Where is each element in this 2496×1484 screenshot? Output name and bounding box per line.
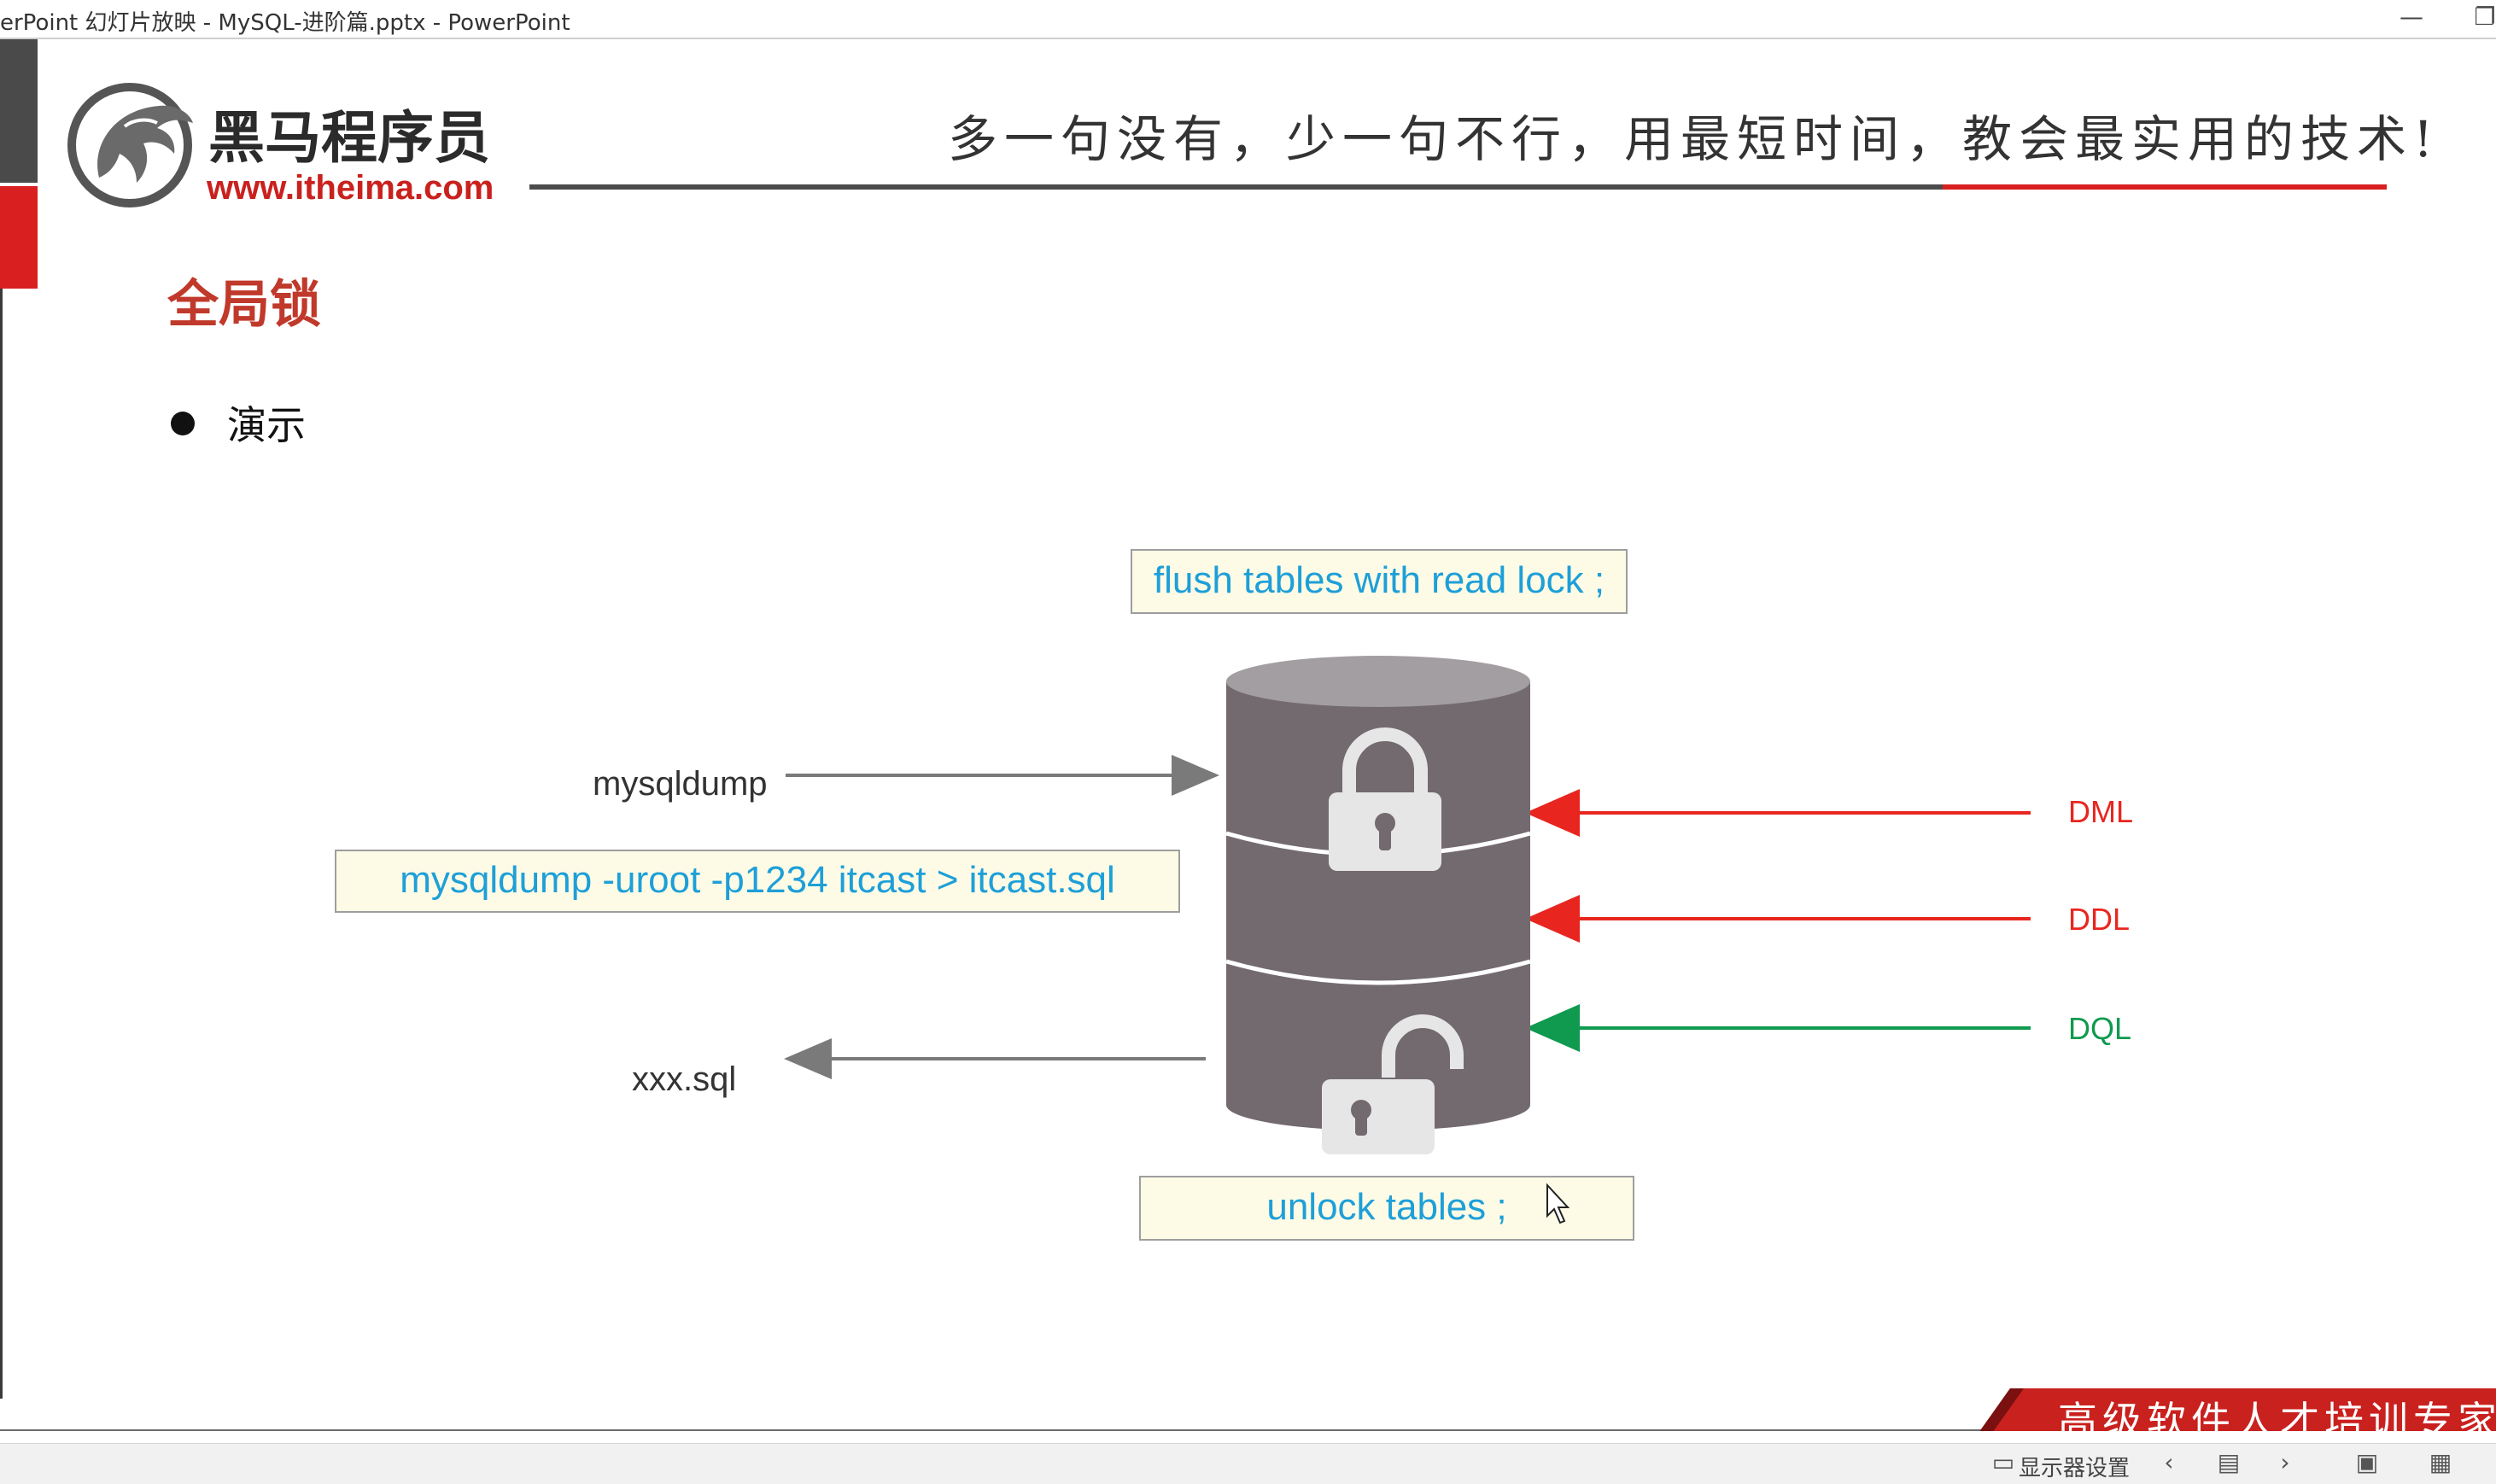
brand-name: 黑马程序员 — [208, 105, 490, 171]
header-divider-dark — [529, 184, 1943, 190]
display-settings-button[interactable]: 显示器设置 — [2019, 1456, 2131, 1481]
left-accent-dark — [0, 39, 38, 183]
banner-text: 高级软件人才培训专家 — [2058, 1398, 2496, 1431]
database-icon — [1225, 656, 1531, 1131]
lock-open-icon — [1322, 1014, 1464, 1154]
diagram-graphics — [784, 656, 2031, 1224]
dql-label: DQL — [2068, 1011, 2132, 1046]
left-accent-red — [0, 186, 38, 289]
bullet-text: 演示 — [227, 402, 306, 448]
next-icon[interactable]: › — [2280, 1448, 2290, 1476]
mysqldump-label: mysqldump — [593, 765, 768, 803]
restore-button[interactable]: ❐ — [2474, 3, 2496, 31]
banner-shape — [1979, 1388, 2496, 1431]
grid-view-icon[interactable]: ▦ — [2429, 1448, 2452, 1476]
brand-logo: 黑马程序员 www.itheima.com — [65, 73, 509, 236]
window-titlebar: erPoint 幻灯片放映 - MySQL-进阶篇.pptx - PowerPo… — [0, 0, 2496, 39]
flush-command-box: flush tables with read lock ; — [1131, 549, 1628, 614]
mouse-cursor-icon — [1546, 1183, 1570, 1224]
status-bar: ▭ 显示器设置 ‹ ▤ › ▣ ▦ — [0, 1443, 2496, 1484]
header-divider-red — [1943, 184, 2387, 190]
slogan: 多一句没有，少一句不行，用最短时间，教会最实用的技术! — [948, 110, 2440, 168]
ddl-label: DDL — [2068, 902, 2131, 937]
bullet-icon — [171, 412, 195, 435]
reading-view-icon[interactable]: ▣ — [2355, 1448, 2379, 1476]
monitor-icon[interactable]: ▭ — [1991, 1448, 2015, 1476]
slide-bottom-bar — [0, 1429, 2496, 1431]
lock-closed-icon — [1329, 727, 1441, 871]
window-title: erPoint 幻灯片放映 - MySQL-进阶篇.pptx - PowerPo… — [0, 10, 570, 36]
left-border-line — [0, 289, 3, 1399]
slide-canvas[interactable]: 黑马程序员 www.itheima.com 多一句没有，少一句不行，用最短时间，… — [0, 39, 2496, 1431]
brand-url: www.itheima.com — [207, 169, 494, 207]
slide-sorter-icon[interactable]: ▤ — [2217, 1448, 2241, 1476]
dump-command-box: mysqldump -uroot -p1234 itcast > itcast.… — [335, 850, 1180, 913]
horse-logo-icon — [67, 83, 193, 207]
slide-title: 全局锁 — [167, 275, 321, 335]
minimize-button[interactable]: — — [2400, 3, 2423, 31]
dml-label: DML — [2068, 794, 2134, 829]
output-file-label: xxx.sql — [632, 1060, 737, 1098]
prev-icon[interactable]: ‹ — [2164, 1448, 2174, 1476]
